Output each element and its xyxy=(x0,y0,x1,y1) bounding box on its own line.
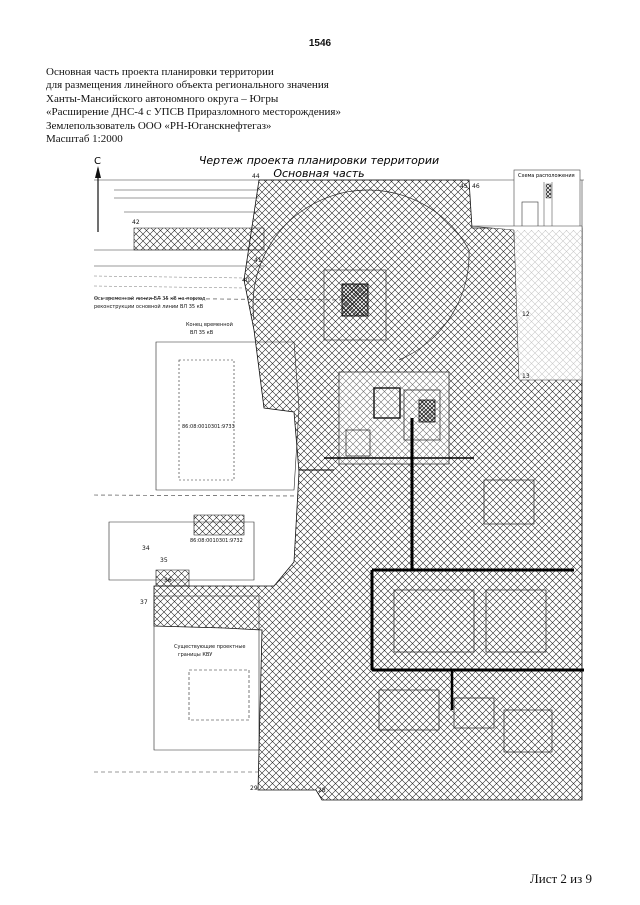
point-36: 36 xyxy=(164,577,172,584)
point-28: 28 xyxy=(318,787,326,794)
north-arrow: С xyxy=(94,156,101,232)
annotation-3: Конец временной xyxy=(186,321,233,328)
point-13: 13 xyxy=(522,373,530,380)
annotation-2: реконструкции основной линии ВЛ 35 кВ xyxy=(94,303,204,310)
point-44: 44 xyxy=(252,173,260,180)
point-34: 34 xyxy=(142,545,150,552)
point-45: 45 xyxy=(460,183,468,190)
header-line-6: Масштаб 1:2000 xyxy=(46,133,123,146)
page-number: 1546 xyxy=(308,38,332,49)
document-header: Основная часть проекта планировки террит… xyxy=(46,66,406,146)
annotation-1: Ось временной линии ВЛ 35 кВ на период xyxy=(94,295,206,302)
lower-structures xyxy=(378,479,553,753)
point-42: 42 xyxy=(132,219,140,226)
inset-caption: Схема расположения xyxy=(518,173,575,179)
radius-arc xyxy=(252,189,470,321)
annotation-6: 86:08:0010301:9732 xyxy=(190,538,243,544)
small-hatched-2 xyxy=(155,569,190,587)
north-letter: С xyxy=(94,156,101,167)
small-hatched-1 xyxy=(193,514,245,536)
point-12: 12 xyxy=(522,311,530,318)
radius-arc-2 xyxy=(398,249,470,361)
planning-drawing: Чертеж проекта планировки территории Осн… xyxy=(93,150,584,810)
point-29: 29 xyxy=(250,785,258,792)
point-46: 46 xyxy=(472,183,480,190)
drawing-title: Чертеж проекта планировки территории xyxy=(199,154,439,167)
annotation-5: 86:08:0010301:9733 xyxy=(182,424,235,430)
point-40: 40 xyxy=(242,277,250,284)
facility-square xyxy=(341,283,369,317)
header-line-4: «Расширение ДНС-4 с УПСВ Приразломного м… xyxy=(46,106,341,119)
point-41: 41 xyxy=(254,257,262,264)
point-35: 35 xyxy=(160,557,168,564)
facility-enclosure xyxy=(323,269,387,341)
annotation-7: Существующие проектные xyxy=(174,644,245,650)
facility-cluster xyxy=(338,371,450,465)
annotation-8: границы КВУ xyxy=(178,652,212,658)
power-lines xyxy=(93,297,345,773)
annotations: Ось временной линии ВЛ 35 кВ на период р… xyxy=(94,295,245,658)
drawing-subtitle: Основная часть xyxy=(273,167,364,180)
clear-area-light xyxy=(514,230,582,380)
pipeline-network xyxy=(299,418,584,710)
annotation-4: ВЛ 35 кВ xyxy=(190,330,214,336)
header-line-2: для размещения линейного объекта региона… xyxy=(46,79,329,92)
point-labels: 44 45 46 42 41 40 12 13 36 35 34 37 29 2… xyxy=(132,173,530,794)
header-line-1: Основная часть проекта планировки террит… xyxy=(46,66,274,78)
planning-drawing-svg: Чертеж проекта планировки территории Осн… xyxy=(93,154,584,801)
point-37: 37 xyxy=(140,599,148,606)
header-line-3: Ханты-Мансийского автономного округа – Ю… xyxy=(46,92,279,105)
header-line-5: Землепользователь ООО «РН-Юганскнефтегаз… xyxy=(46,119,272,132)
sheet-number: Лист 2 из 9 xyxy=(529,871,592,886)
hatched-band-top xyxy=(133,227,265,251)
